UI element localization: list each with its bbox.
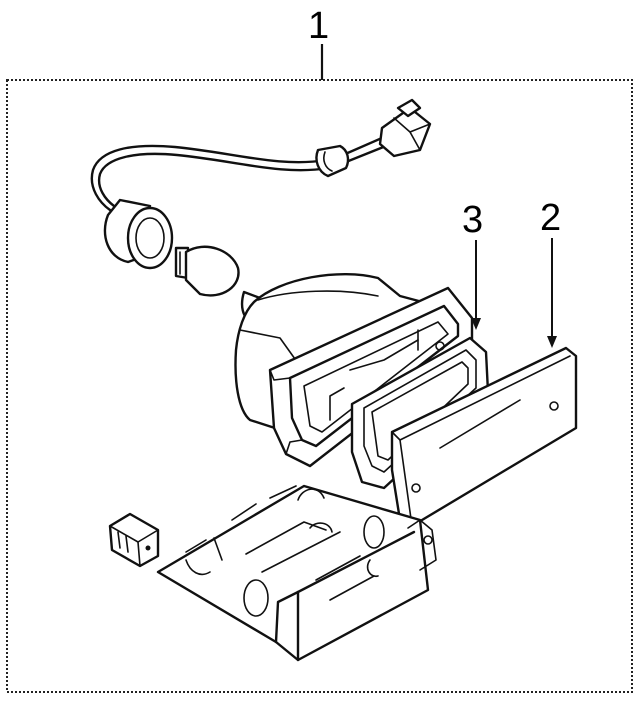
assembly-frame <box>6 79 633 693</box>
callout-2-label: 2 <box>540 197 561 239</box>
clip <box>108 512 160 568</box>
callout-1-label: 1 <box>308 5 329 47</box>
lens <box>390 346 578 528</box>
bulb <box>174 245 240 297</box>
wire-harness <box>90 98 432 212</box>
callout-3-arrowhead <box>471 318 481 330</box>
callout-2-arrowhead <box>547 336 557 348</box>
callout-3-label: 3 <box>462 199 483 241</box>
mounting-bracket <box>156 484 437 662</box>
bulb-socket <box>103 198 174 270</box>
